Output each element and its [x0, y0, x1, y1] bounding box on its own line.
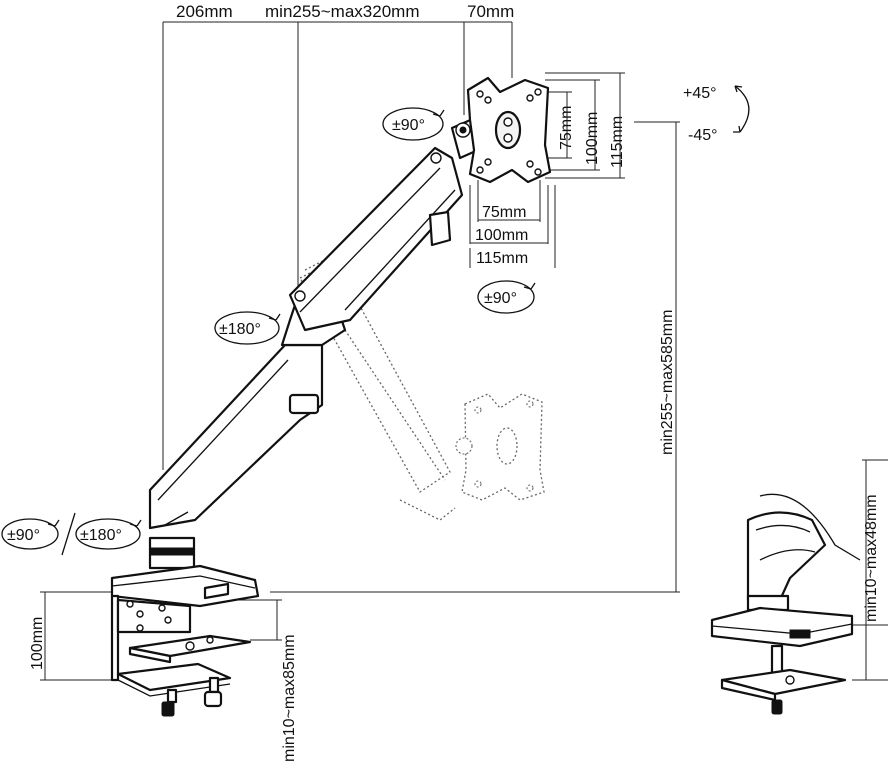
rotation-markers: ±90° ±90° ±180° ±90° ±180° — [1, 85, 750, 556]
desk-clamp — [110, 564, 260, 717]
dim-base-height: 100mm — [29, 617, 46, 670]
dim-vesa-vertical-100: 100mm — [584, 112, 601, 165]
dim-vesa-vertical-75: 75mm — [558, 106, 575, 150]
tilt-rotation-icon: +45° -45° — [683, 85, 750, 144]
elbow-swivel-rotation-icon: ±180° — [214, 311, 281, 345]
dim-top-left: 206mm — [176, 2, 233, 21]
dim-grommet-range: min10~max48mm — [863, 494, 880, 622]
dim-height-range: min255~max585mm — [659, 310, 676, 455]
dim-clamp-range: min10~max85mm — [281, 634, 298, 762]
base-swivel-90-rotation-icon: ±90° — [1, 518, 60, 550]
svg-text:±90°: ±90° — [392, 117, 425, 134]
svg-text:±180°: ±180° — [80, 527, 122, 544]
upper-arm — [288, 146, 464, 332]
svg-text:±90°: ±90° — [7, 527, 40, 544]
svg-text:±180°: ±180° — [219, 321, 261, 338]
svg-text:-45°: -45° — [688, 127, 718, 144]
grommet-mount — [710, 493, 861, 715]
base-swivel-180-rotation-icon: ±180° — [75, 518, 142, 550]
dim-top-right: 70mm — [467, 2, 514, 21]
head-swivel-rotation-icon: ±90° — [382, 107, 445, 141]
monitor-arm — [148, 76, 552, 570]
dim-top-middle: min255~max320mm — [265, 2, 420, 21]
svg-text:±90°: ±90° — [484, 290, 517, 307]
ghost-vesa-plate — [455, 393, 545, 501]
dim-vesa-vertical-115: 115mm — [609, 116, 626, 168]
dim-vesa-horizontal-100: 100mm — [475, 227, 528, 244]
vesa-plate — [466, 76, 552, 184]
dim-vesa-horizontal-75: 75mm — [482, 204, 526, 221]
dimension-labels: 206mm min255~max320mm 70mm 75mm 100mm 11… — [29, 2, 880, 762]
svg-text:+45°: +45° — [683, 85, 717, 102]
dim-vesa-horizontal-115: 115mm — [476, 250, 528, 267]
monitor-rotation-icon: ±90° — [477, 280, 536, 314]
lower-arm — [148, 343, 324, 530]
